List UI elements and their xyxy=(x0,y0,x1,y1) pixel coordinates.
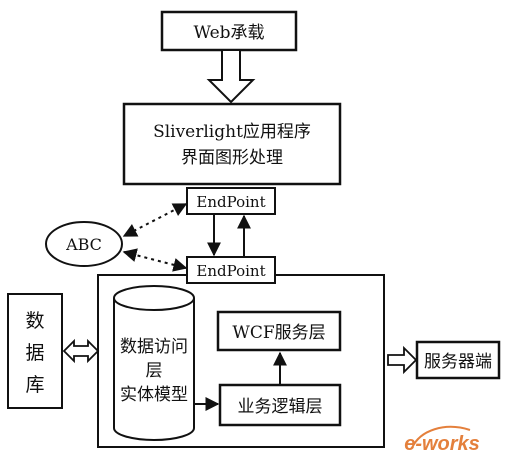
abc-label: ABC xyxy=(65,235,102,254)
watermark-text: e-works xyxy=(404,433,480,455)
database-char-2: 据 xyxy=(25,342,44,364)
e-works-watermark: e-works xyxy=(404,425,480,455)
database-char-1: 数 xyxy=(25,310,44,332)
database-char-3: 库 xyxy=(25,374,44,396)
server-label: 服务器端 xyxy=(424,352,492,372)
dotted-arrow-abc-to-endpoint-bottom xyxy=(122,248,188,272)
web-hosting-node: Web承载 xyxy=(160,10,298,52)
web-hosting-label: Web承载 xyxy=(193,23,264,43)
data-access-cylinder: 数据访问 层 实体模型 xyxy=(113,285,195,441)
endpoint-bottom-label: EndPoint xyxy=(196,262,265,280)
data-access-label-line1: 数据访问 xyxy=(120,337,188,357)
hollow-down-arrow xyxy=(206,49,256,104)
silverlight-node: Sliverlight应用程序 界面图形处理 xyxy=(122,102,342,186)
business-logic-node: 业务逻辑层 xyxy=(218,383,342,427)
server-node: 服务器端 xyxy=(415,340,501,380)
dotted-arrow-abc-to-endpoint-top xyxy=(122,203,188,237)
endpoint-top-node: EndPoint xyxy=(186,187,276,215)
wcf-node: WCF服务层 xyxy=(216,310,342,352)
data-access-label-line2: 层 xyxy=(146,361,163,381)
endpoint-bottom-node: EndPoint xyxy=(186,256,276,284)
abc-node: ABC xyxy=(45,221,123,267)
endpoint-top-label: EndPoint xyxy=(196,193,265,211)
data-access-label-line3: 实体模型 xyxy=(120,385,188,405)
silverlight-label-line2: 界面图形处理 xyxy=(181,148,283,168)
silverlight-label-line1: Sliverlight应用程序 xyxy=(153,122,311,142)
hollow-right-arrow xyxy=(387,345,418,375)
business-logic-label: 业务逻辑层 xyxy=(238,397,323,417)
wcf-label: WCF服务层 xyxy=(232,323,325,343)
database-node: 数 据 库 xyxy=(7,293,63,409)
hollow-double-arrow xyxy=(62,338,100,364)
